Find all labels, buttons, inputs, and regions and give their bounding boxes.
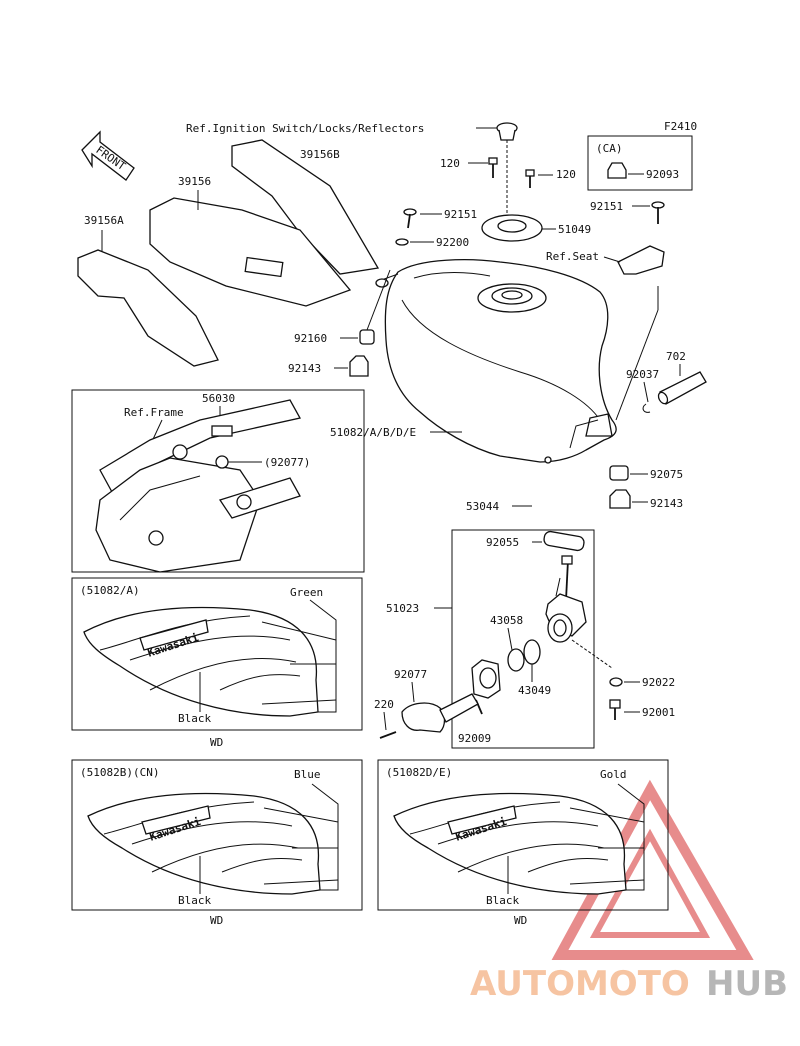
part-92143-a: 92143 [288, 362, 321, 375]
ca-box: (CA) 92093 [587, 135, 693, 191]
part-92009: 92009 [458, 732, 491, 745]
front-arrow: FRONT [81, 130, 135, 181]
variant-b-color: Blue [294, 768, 321, 781]
filler-cap-51049: 51049 [481, 214, 591, 242]
ref-frame: Ref.Frame [124, 406, 184, 419]
part-702: 702 [666, 350, 686, 363]
fuel-tank [375, 259, 617, 464]
variant-d-color: Gold [600, 768, 627, 781]
watermark-text-2: HUB [706, 964, 788, 1004]
part-51082: 51082/A/B/D/E [330, 426, 416, 439]
part-92022: 92022 [642, 676, 675, 689]
fuel-cock-box: 51023 92055 43058 43049 92009 [386, 529, 613, 749]
variant-d-title: (51082D/E) [386, 766, 452, 779]
part-53044: 53044 [466, 500, 499, 513]
variant-d-black: Black [486, 894, 519, 907]
variant-a-black: Black [178, 712, 211, 725]
frame-inset: 56030 Ref.Frame (92077) [71, 389, 365, 573]
variant-b-black: Black [178, 894, 211, 907]
decal-39156B: 39156B [231, 139, 380, 275]
part-39156B: 39156B [300, 148, 340, 161]
ref-ignition: Ref.Ignition Switch/Locks/Reflectors [186, 122, 424, 135]
variant-b-title: (51082B)(CN) [80, 766, 159, 779]
part-43058: 43058 [490, 614, 523, 627]
variant-b-box: (51082B)(CN) Blue Kawasaki Black WD [71, 759, 363, 927]
variant-a-wd: WD [210, 736, 223, 749]
variant-d-wd: WD [514, 914, 527, 927]
part-56030: 56030 [202, 392, 235, 405]
variant-d-box: (51082D/E) Gold Kawasaki Black WD [377, 759, 669, 927]
part-220: 220 [374, 698, 394, 711]
part-43049: 43049 [518, 684, 551, 697]
diagram-code: F2410 [664, 120, 697, 133]
part-120-a: 120 [440, 157, 460, 170]
part-92001: 92001 [642, 706, 675, 719]
part-92077: 92077 [394, 668, 427, 681]
part-120-b: 120 [556, 168, 576, 181]
part-92200: 92200 [436, 236, 469, 249]
part-92160: 92160 [294, 332, 327, 345]
variant-b-wd: WD [210, 914, 223, 927]
variant-a-title: (51082/A) [80, 584, 140, 597]
part-92151-a: 92151 [444, 208, 477, 221]
part-39156: 39156 [178, 175, 211, 188]
part-51023: 51023 [386, 602, 419, 615]
ca-label: (CA) [596, 142, 623, 155]
part-92143-b: 92143 [650, 497, 683, 510]
seat-bracket [603, 245, 665, 275]
part-92055: 92055 [486, 536, 519, 549]
part-92075: 92075 [650, 468, 683, 481]
watermark-text-1: AUTOMOTO [470, 964, 690, 1004]
part-92077-ref: (92077) [264, 456, 310, 469]
filler-plug-part [476, 122, 518, 220]
decal-39156A: 39156A [77, 214, 219, 367]
part-39156A: 39156A [84, 214, 124, 227]
hose-702 [657, 371, 707, 405]
part-92151-b: 92151 [590, 200, 623, 213]
fuel-lever-92077 [401, 693, 479, 733]
fuel-cock-body [545, 555, 587, 643]
ref-seat: Ref.Seat [546, 250, 599, 263]
variant-a-box: (51082/A) Green Kawasaki Black WD [71, 577, 363, 749]
part-92037: 92037 [626, 368, 659, 381]
part-92093: 92093 [646, 168, 679, 181]
part-51049: 51049 [558, 223, 591, 236]
variant-a-color: Green [290, 586, 323, 599]
decal-39156: 39156 [149, 175, 352, 307]
